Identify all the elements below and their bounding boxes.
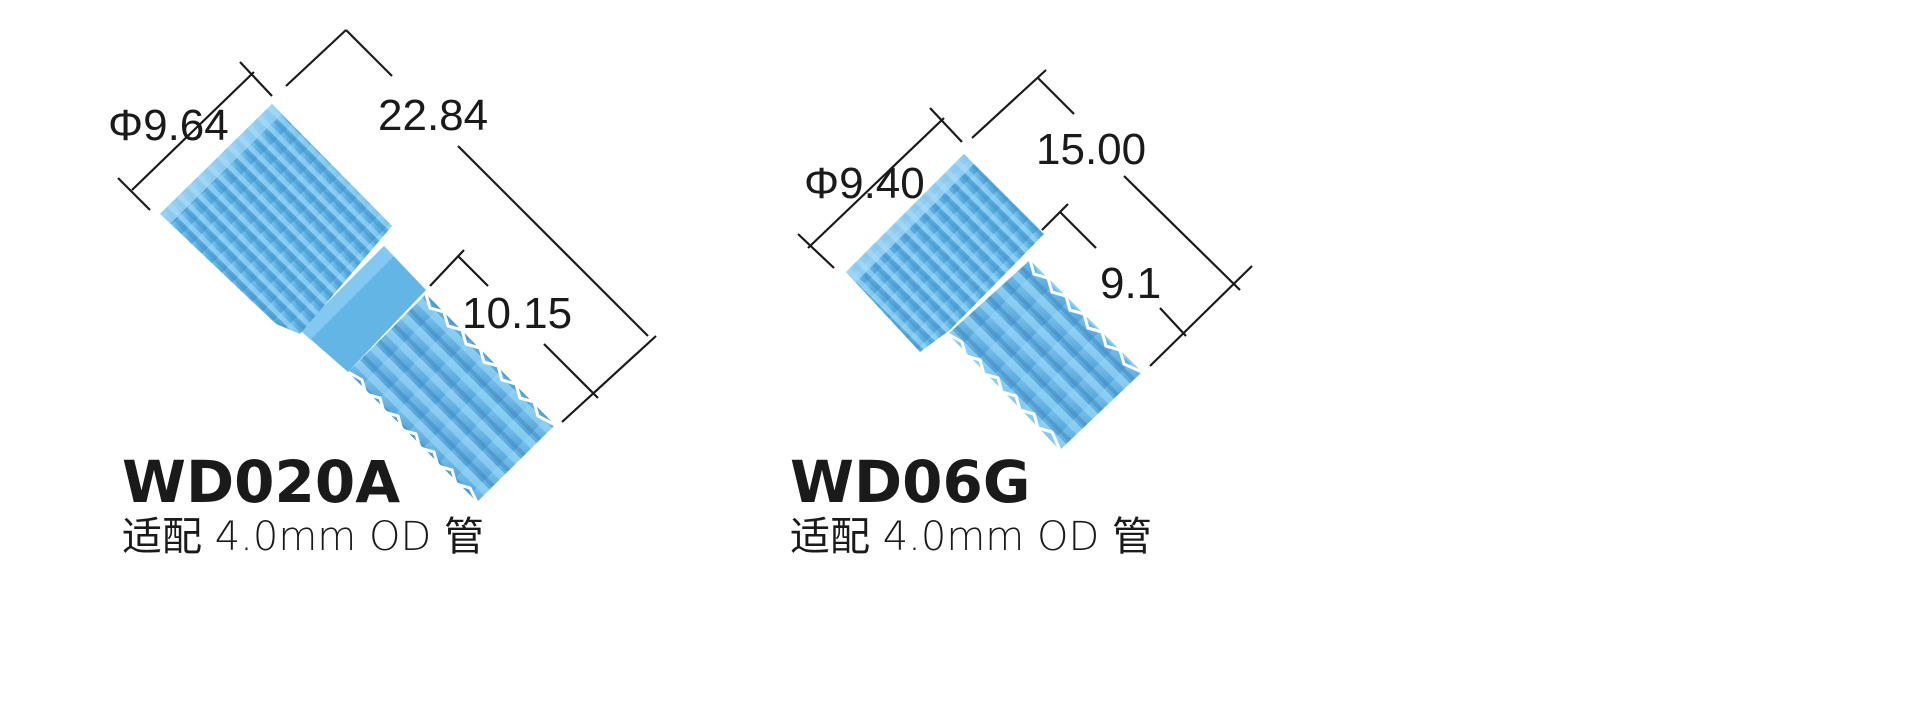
fitting-2-thread-edge-upper [1028, 259, 1143, 374]
dim-2-diameter-label: Φ9.40 [804, 159, 925, 208]
dim-1-diameter-line [131, 71, 255, 191]
dim-1-overall-line-b [457, 145, 649, 337]
fitting-1-neck [300, 246, 426, 372]
fitting-2-thread [948, 260, 1142, 450]
dim-1-thread-label: 10.15 [462, 289, 572, 338]
fitting-1-thread-edge-lower [347, 370, 479, 503]
dim-2-thread-line-b [1159, 307, 1187, 337]
fitting-1-knob-face [160, 104, 282, 224]
fitting-1-thread [348, 294, 555, 502]
fitting-2-knob [846, 154, 1044, 352]
product-2-model: WD06G [790, 448, 1031, 516]
fitting-wd020a-drawing [160, 104, 556, 503]
dim-2-overall-line-b [1123, 175, 1241, 291]
dim-1-overall-ext-bottom [561, 335, 657, 423]
dim-2-diameter-ext-bottom [797, 233, 835, 269]
fitting-2-knob-face [846, 154, 974, 282]
fitting-1-thread-edge-upper [424, 293, 556, 427]
dim-1-thread-line-b [543, 343, 599, 399]
dim-1-diameter-ext-top [239, 61, 273, 97]
dim-2-diameter-line [807, 117, 945, 249]
product-1-model: WD020A [122, 448, 401, 516]
dim-1-overall-label: 22.84 [378, 91, 488, 140]
fitting-2-dimensions [797, 69, 1253, 367]
dim-1-thread-line-a [457, 255, 489, 287]
dim-2-overall-label: 15.00 [1036, 125, 1146, 174]
fitting-wd06g-drawing [846, 154, 1143, 451]
dim-2-thread-line-a [1059, 211, 1097, 249]
product-2-compat: 适配 4.0mm OD 管 [790, 514, 1152, 560]
dim-2-thread-ext-top [1041, 203, 1069, 231]
fitting-1-dimensions [117, 29, 657, 423]
dim-2-overall-ext-bottom [1149, 265, 1253, 367]
dim-1-diameter-label: Φ9.64 [108, 101, 229, 150]
dim-1-diameter-ext-bottom [117, 177, 151, 211]
dim-2-diameter-ext-top [929, 107, 963, 143]
fitting-2-thread-edge-lower [947, 332, 1062, 451]
fitting-1-neck-shade [300, 246, 394, 340]
product-1-compat: 适配 4.0mm OD 管 [122, 514, 484, 560]
dim-2-overall-line-a [1037, 77, 1075, 115]
dim-2-thread-label: 9.1 [1100, 259, 1161, 308]
dim-1-overall-ext-top [285, 29, 347, 87]
dim-2-overall-ext-top [971, 69, 1047, 139]
dim-1-overall-line-a [345, 29, 393, 77]
